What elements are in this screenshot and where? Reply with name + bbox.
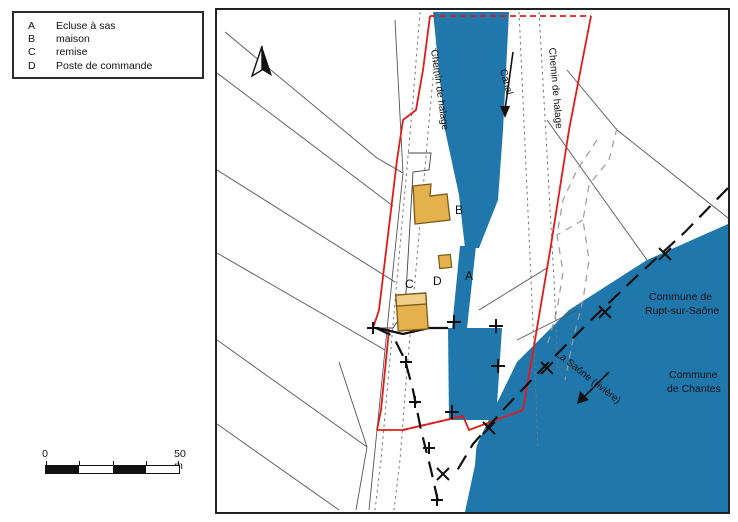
- lock-gate-marks: [445, 315, 505, 419]
- boundary-red-dashed-river: [402, 415, 464, 431]
- legend-label-a: Ecluse à sas: [56, 20, 116, 32]
- label-commune-chantes-line1: Commune: [669, 369, 718, 381]
- label-commune-rupt-line1: Commune de: [649, 291, 712, 303]
- label-commune-chantes-line2: de Chantes: [667, 383, 721, 395]
- canal-lower-basin: [448, 328, 502, 420]
- lock-chamber-A: [452, 246, 476, 328]
- legend-row: D Poste de commande: [28, 60, 152, 73]
- legend-key-a: A: [28, 20, 36, 32]
- boundary-red-right: [522, 15, 592, 411]
- canal-flow-arrowhead: [500, 106, 510, 118]
- legend-label-b: maison: [56, 33, 90, 46]
- north-arrow-icon: [250, 45, 272, 78]
- legend-row: B maison: [28, 33, 152, 46]
- boundary-red-bottom: [377, 409, 524, 432]
- scale-bar-graphic: [45, 461, 180, 474]
- river-flow-arrow: [582, 371, 610, 399]
- scale-bar-segment: [46, 466, 80, 473]
- lock-approach-wall: [376, 326, 448, 336]
- legend-row: C remise: [28, 46, 152, 59]
- building-D-poste-commande[interactable]: [437, 253, 453, 270]
- river-flow-arrowhead: [577, 391, 589, 404]
- old-watercourse-dashed: [546, 127, 618, 381]
- scale-bar-ticks: [46, 461, 179, 466]
- label-commune-rupt-line2: Rupt-sur-Saône: [645, 305, 719, 317]
- lock-enclosure-outline: [379, 152, 432, 329]
- scale-bar: 0 50 m: [42, 448, 186, 474]
- map-svg: B C D A Canal Chemin de halage Chemin de…: [217, 10, 728, 512]
- canal-flow-arrow: [504, 51, 514, 111]
- commune-boundary-ticks-west: [367, 322, 443, 506]
- legend-key-b: B: [28, 33, 36, 46]
- scale-bar-segment: [79, 466, 112, 473]
- scale-bar-segment: [146, 466, 179, 473]
- map-canvas[interactable]: B C D A Canal Chemin de halage Chemin de…: [215, 8, 730, 514]
- legend-key-d: D: [28, 59, 36, 72]
- scale-bar-segment: [112, 466, 146, 473]
- commune-boundary-line-west: [375, 327, 441, 507]
- legend-row: A Ecluse à sas: [28, 20, 152, 33]
- boundary-red-left: [371, 15, 431, 431]
- towpath-dotted-lines: [374, 11, 559, 511]
- commune-boundary-ticks-east: [436, 247, 672, 481]
- scale-bar-labels: 0 50 m: [42, 448, 186, 472]
- building-label-C: C: [405, 277, 414, 291]
- lock-label-A: A: [465, 269, 473, 283]
- building-B-maison[interactable]: [412, 183, 451, 225]
- legend-box: A Ecluse à sas B maison C remise D Poste…: [12, 11, 204, 79]
- legend-label-c: remise: [56, 46, 88, 59]
- river-saone-water: [453, 224, 728, 512]
- building-C-remise-annex: [395, 292, 428, 307]
- building-label-D: D: [433, 274, 442, 288]
- building-label-B: B: [455, 203, 463, 217]
- commune-boundary-line-east: [454, 187, 728, 475]
- parcel-lines: [217, 19, 728, 511]
- legend-table: A Ecluse à sas B maison C remise D Poste…: [28, 20, 152, 73]
- canal-water: [433, 12, 509, 248]
- legend-key-c: C: [28, 46, 36, 59]
- legend-label-d: Poste de commande: [56, 59, 153, 72]
- scale-bar-min-label: 0: [42, 448, 48, 460]
